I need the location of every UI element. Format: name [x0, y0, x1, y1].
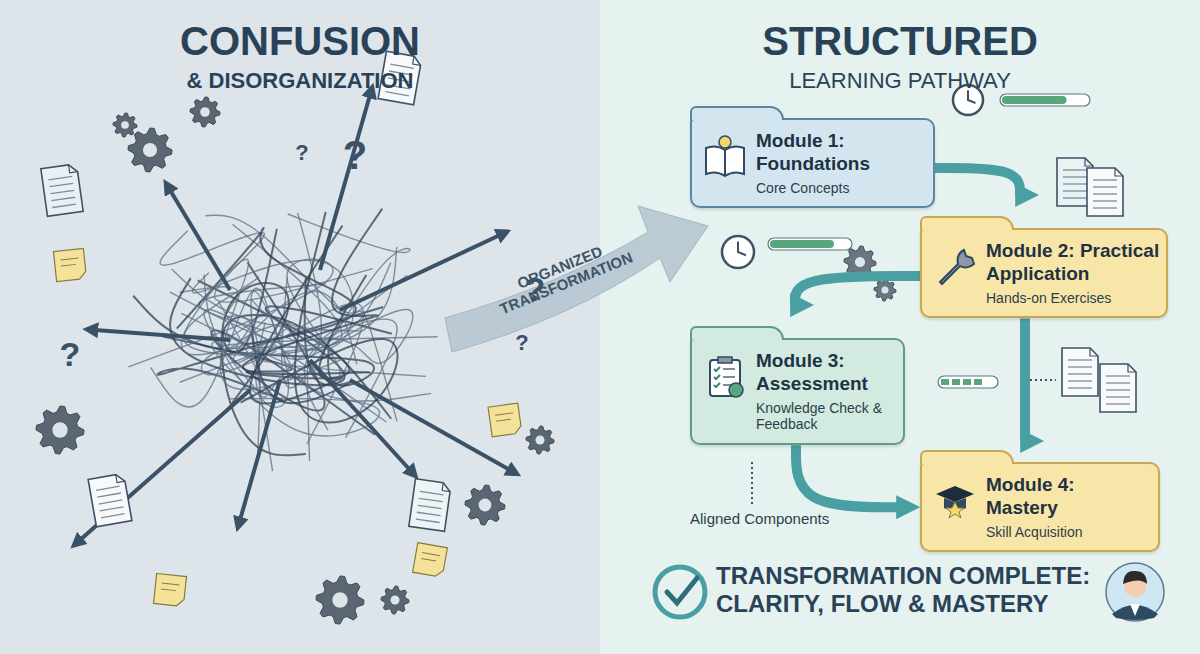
clock-icon	[722, 236, 754, 268]
module-subtitle: Knowledge Check & Feedback	[756, 400, 891, 434]
gear-icon	[128, 128, 172, 172]
module-subtitle: Core Concepts	[756, 180, 906, 197]
gear-icon	[381, 586, 409, 614]
gear-icon	[36, 406, 84, 454]
check-circle	[655, 567, 705, 617]
module-folder: Module 1: FoundationsCore Concepts	[690, 118, 935, 208]
progress-bar	[938, 376, 998, 388]
heading-label: Aligned Components	[690, 510, 850, 527]
document-icon	[409, 479, 451, 532]
sticky-note	[154, 574, 187, 607]
gear-hole	[332, 592, 347, 607]
question-mark: ?	[55, 335, 85, 374]
module-title: Module 4: Mastery	[986, 474, 1136, 520]
pathway-decorations	[655, 85, 1164, 621]
clip-icon	[702, 354, 748, 400]
gear-hole	[121, 121, 129, 129]
document-icon	[1087, 168, 1123, 216]
document-icon	[88, 473, 132, 527]
flow-arrow	[796, 445, 901, 507]
module-title: Module 1: Foundations	[756, 130, 906, 176]
gear-icon	[526, 426, 554, 454]
gear-hole	[536, 436, 545, 445]
wrench-icon	[932, 244, 978, 290]
question-mark: ?	[290, 140, 314, 165]
gear-hole	[855, 257, 865, 267]
sticky-note	[413, 543, 448, 578]
heading-label: CONFUSION	[100, 18, 500, 64]
gear-hole	[881, 286, 888, 293]
question-mark: ?	[338, 132, 372, 178]
gear-hole	[479, 499, 492, 512]
scatter-arrow	[350, 380, 510, 470]
gear-icon	[113, 113, 137, 137]
flow-arrow	[795, 276, 920, 305]
transformation-arrow	[445, 206, 708, 352]
scatter-arrow	[95, 330, 230, 340]
sticky-note	[54, 249, 87, 282]
module-subtitle: Skill Acquisition	[986, 524, 1136, 541]
document-icon	[1100, 364, 1136, 412]
scatter-arrow	[240, 380, 280, 520]
flow-arrow	[935, 168, 1020, 195]
module-folder: Module 3: AssessmentKnowledge Check & Fe…	[690, 338, 905, 445]
module-title: Module 2: Practical Application	[986, 240, 1161, 286]
heading-label: LEARNING PATHWAY	[700, 68, 1100, 93]
right-panel	[600, 0, 1200, 654]
scatter-arrow	[310, 360, 410, 470]
arrow-label: ORGANIZED TRANSFORMATION	[478, 227, 649, 323]
module-subtitle: Hands-on Exercises	[986, 290, 1161, 307]
document-icon	[1062, 348, 1098, 396]
heading-label: STRUCTURED	[700, 18, 1100, 64]
progress-bar	[1000, 94, 1090, 106]
cap-icon	[932, 478, 978, 524]
scatter-arrow	[170, 190, 230, 290]
book-icon	[702, 134, 748, 180]
gear-icon	[465, 485, 505, 525]
module-folder: Module 4: MasterySkill Acquisition	[920, 462, 1160, 552]
progress-bar	[768, 238, 852, 250]
leader-line	[751, 462, 753, 506]
gear-hole	[200, 107, 210, 117]
module-title: Module 3: Assessment	[756, 350, 891, 396]
scatter-arrow	[80, 390, 250, 540]
gear-icon	[316, 576, 364, 624]
gear-icon	[190, 97, 220, 127]
scatter-arrow	[320, 95, 370, 270]
module-folder: Module 2: Practical ApplicationHands-on …	[920, 228, 1168, 318]
sticky-note	[488, 403, 522, 437]
gear-hole	[52, 422, 67, 437]
gear-icon	[874, 279, 896, 301]
scatter-arrow	[340, 235, 500, 310]
heading-label: & DISORGANIZATION	[100, 68, 500, 93]
document-icon	[41, 164, 83, 217]
avatar	[1106, 563, 1164, 621]
question-mark: ?	[510, 330, 534, 355]
flow-arrow	[1020, 318, 1030, 441]
gear-hole	[143, 143, 157, 157]
heading-label: TRANSFORMATION COMPLETE: CLARITY, FLOW &…	[716, 562, 1096, 617]
gear-hole	[391, 596, 400, 605]
